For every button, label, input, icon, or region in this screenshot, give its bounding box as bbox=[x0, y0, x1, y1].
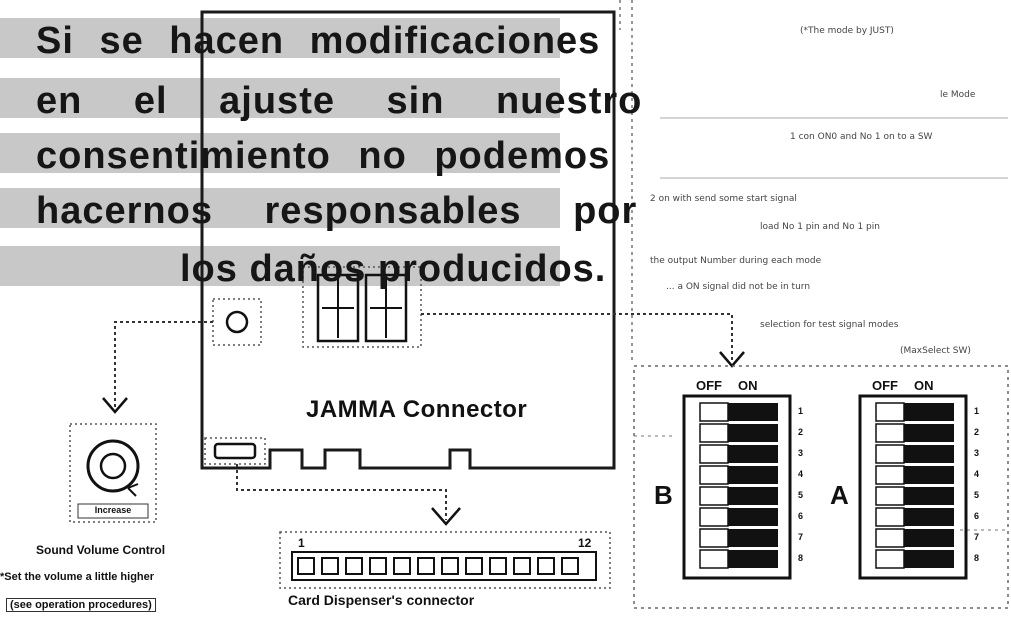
note-line: (*The mode by JUST) bbox=[800, 26, 894, 36]
dip-b-num: 7 bbox=[798, 532, 804, 542]
dip-a-off-label: OFF bbox=[872, 378, 898, 393]
note-line: (MaxSelect SW) bbox=[900, 346, 971, 356]
dip-b-num: 4 bbox=[798, 469, 804, 479]
dip-b-num: 2 bbox=[798, 427, 804, 437]
overlay-line-1: Si se hacen modificaciones bbox=[36, 20, 601, 62]
dip-b-switches bbox=[699, 402, 778, 569]
overlay-shade-3 bbox=[0, 133, 560, 173]
dip-bank-a-label: A bbox=[830, 480, 849, 510]
note-line: 2 on with send some start signal bbox=[650, 194, 797, 204]
dip-b-on-label: ON bbox=[738, 378, 758, 393]
dip-a-num: 2 bbox=[974, 427, 980, 437]
overlay-shade-2 bbox=[0, 78, 560, 118]
note-line: 1 con ON0 and No 1 on to a SW bbox=[790, 132, 933, 142]
dispenser-header-on-board bbox=[204, 437, 266, 465]
dip-b-off-label: OFF bbox=[696, 378, 722, 393]
volume-pot-on-board bbox=[212, 298, 262, 346]
dip-b-num: 8 bbox=[798, 553, 804, 563]
overlay-line-3: consentimiento no podemos bbox=[36, 135, 611, 177]
dip-a-num: 1 bbox=[974, 406, 980, 416]
volume-note-line2: (see operation procedures) bbox=[6, 598, 156, 612]
overlay-line-2: en el ajuste sin nuestro bbox=[36, 80, 643, 122]
note-line: load No 1 pin and No 1 pin bbox=[760, 222, 880, 232]
overlay-line-5: los daños producidos. bbox=[180, 248, 607, 290]
dip-b-num: 3 bbox=[798, 448, 804, 458]
volume-note-line1: *Set the volume a little higher bbox=[0, 571, 155, 583]
dip-b-num: 5 bbox=[798, 490, 804, 500]
card-dispenser-connector bbox=[279, 531, 611, 589]
note-line: selection for test signal modes bbox=[760, 320, 899, 330]
dispenser-pin-last: 12 bbox=[578, 536, 592, 550]
dip-a-on-label: ON bbox=[914, 378, 934, 393]
dip-switch-bank-b bbox=[682, 394, 792, 580]
dip-b-num: 1 bbox=[798, 406, 804, 416]
card-dispenser-label: Card Dispenser's connector bbox=[288, 592, 475, 608]
sound-volume-title: Sound Volume Control bbox=[36, 543, 166, 557]
dip-a-num: 6 bbox=[974, 511, 980, 521]
note-line: ... a ON signal did not be in turn bbox=[666, 282, 811, 292]
dip-b-num: 6 bbox=[798, 511, 804, 521]
dip-a-switches bbox=[875, 402, 954, 569]
overlay-line-4: hacernos responsables por bbox=[36, 190, 638, 232]
volume-control-symbol bbox=[69, 423, 157, 523]
dip-a-num: 7 bbox=[974, 532, 980, 542]
overlay-shade-4 bbox=[0, 188, 560, 228]
dispenser-pin-first: 1 bbox=[298, 536, 305, 550]
note-line: the output Number during each mode bbox=[650, 256, 822, 266]
pcb-board bbox=[200, 10, 616, 470]
dip-switch-bank-a bbox=[858, 394, 968, 580]
note-line: le Mode bbox=[940, 90, 976, 100]
seven-segment-display bbox=[302, 266, 422, 348]
overlay-shade-5 bbox=[0, 246, 560, 286]
dip-bank-b-label: B bbox=[654, 480, 673, 510]
dip-a-num: 5 bbox=[974, 490, 980, 500]
dip-a-num: 8 bbox=[974, 553, 980, 563]
dip-a-num: 3 bbox=[974, 448, 980, 458]
jamma-connector-label: JAMMA Connector bbox=[306, 396, 528, 423]
dip-a-num: 4 bbox=[974, 469, 980, 479]
volume-knob-caption: Increase bbox=[94, 505, 132, 515]
overlay-shade-1 bbox=[0, 18, 560, 58]
